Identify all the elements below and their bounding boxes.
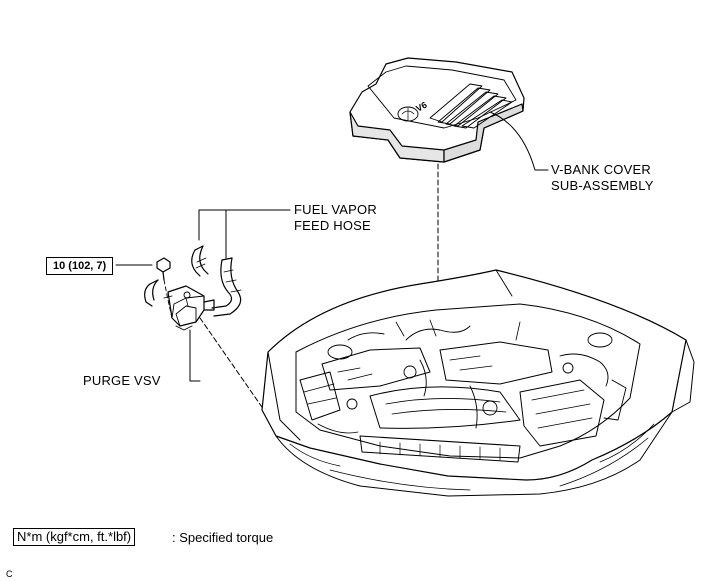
legend-torque-units: N*m (kgf*cm, ft.*lbf): [13, 528, 136, 546]
purge-vsv-leader: [189, 329, 201, 382]
corner-mark: C: [6, 569, 13, 579]
fuel-vapor-feed-hose-label: FUEL VAPOR FEED HOSE: [294, 202, 377, 234]
v-bank-cover-label: V-BANK COVER SUB-ASSEMBLY: [551, 162, 654, 194]
bolt: [156, 257, 173, 319]
v-bank-cover-label-line2: SUB-ASSEMBLY: [551, 178, 654, 193]
v-bank-cover: [349, 57, 525, 163]
cover-emblem: V6: [414, 100, 428, 114]
purge-vsv: [144, 279, 215, 331]
v-bank-cover-label-line1: V-BANK COVER: [551, 162, 651, 177]
v-bank-cover-leader: [489, 111, 549, 171]
legend-description: : Specified torque: [172, 530, 274, 545]
vehicle-engine-bay: [261, 269, 695, 497]
torque-spec-box: 10 (102, 7): [46, 257, 114, 275]
fuel-vapor-label-line2: FEED HOSE: [294, 218, 371, 233]
fuel-vapor-label-line1: FUEL VAPOR: [294, 202, 377, 217]
fuel-vapor-leader: [198, 209, 291, 259]
purge-vsv-label: PURGE VSV: [83, 373, 161, 388]
fuel-vapor-feed-hose: [191, 245, 242, 317]
